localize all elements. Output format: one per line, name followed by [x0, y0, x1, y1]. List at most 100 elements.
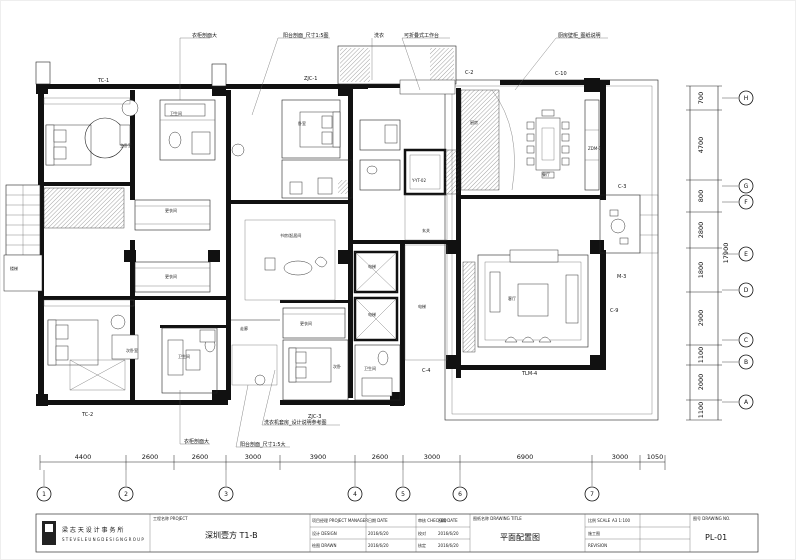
hdim-2: 2600 — [192, 453, 209, 461]
project-label: 工程名称 PROJECT — [153, 515, 188, 521]
grid-label-bottom: 5 — [401, 491, 405, 498]
note-fold-bench: 可折叠式工作台 — [404, 32, 439, 39]
wardrobes — [134, 199, 346, 339]
grid-label-right: D — [744, 287, 749, 294]
room-labels: 主卧室 次卧室 卧室 次卧 更衣间 更衣间 更衣间 书房/起居间 厨房 餐厅 客… — [10, 110, 550, 371]
grid-bubble-right — [738, 194, 754, 210]
revision-label: REVISION — [588, 543, 607, 548]
grid-label-bottom: 7 — [590, 491, 594, 498]
floor-plan — [3, 45, 659, 421]
room-stair: 楼梯 — [10, 265, 18, 271]
room-bath2: 卫生间 — [178, 353, 190, 359]
foyer-outline — [404, 244, 448, 361]
hdim-1: 2600 — [142, 453, 159, 461]
vdim-8: 1100 — [697, 402, 705, 419]
outer-walls — [38, 80, 610, 405]
hdim-5: 2600 — [372, 453, 389, 461]
room-lift2: 电梯 — [368, 311, 376, 317]
tb-col-b-2: 2016/6/20 — [368, 543, 389, 548]
vdim-total: 17900 — [722, 243, 730, 264]
hdim-7: 6900 — [517, 453, 534, 461]
grid-label-right: G — [744, 183, 749, 190]
grid-bubble-right — [738, 332, 754, 348]
firm-name-cn: 梁 志 天 设 计 事 务 所 — [62, 526, 123, 534]
grid-bubble-right — [738, 246, 754, 262]
note-wardrobe-bottom: 衣柜剖面大 — [184, 438, 209, 445]
tb-col-d-0: 日期 DATE — [438, 517, 458, 523]
tag-zjc1: ZJC-1 — [304, 76, 317, 82]
grid-label-right: C — [744, 337, 748, 344]
hdim-6: 3000 — [424, 453, 441, 461]
hdim-3: 3000 — [245, 453, 262, 461]
vdim-6: 1100 — [697, 347, 705, 364]
hdim-8: 3000 — [612, 453, 629, 461]
grid-bubble-right — [738, 282, 754, 298]
room-bath3: 卫生间 — [364, 365, 376, 371]
room-bath1: 卫生间 — [170, 110, 182, 116]
hdim-4: 3900 — [310, 453, 327, 461]
sheet-number: PL-01 — [705, 533, 727, 542]
tb-col-a-0: 项目经理 PROJECT MANAGER — [312, 517, 368, 523]
service-hatch-1 — [340, 48, 370, 82]
tags: TC-1 TC-2 ZJC-1 ZJC-3 C-2 C-10 C-3 C-4 M… — [81, 70, 626, 420]
vdim-7: 2000 — [697, 374, 705, 391]
room-master-bed: 主卧室 — [120, 142, 132, 148]
tb-col-a-2: 绘图 DRAWN — [312, 542, 336, 548]
vdim-3: 2800 — [697, 222, 705, 239]
hdim-9: 1050 — [647, 453, 664, 461]
bedroom2-furniture — [43, 299, 139, 391]
service-shaft-hatch — [43, 187, 125, 229]
grid-label-right: E — [744, 251, 748, 258]
tag-c9: C-9 — [610, 308, 618, 314]
grid-bubble-bottom — [584, 486, 600, 502]
tag-m3: M-3 — [617, 274, 626, 280]
tag-zdm1: ZDM-1 — [588, 146, 602, 151]
room-foyer: 玄关 — [422, 227, 430, 233]
note-laundry: 洗衣 — [374, 32, 384, 39]
tb-col-b-1: 2016/6/20 — [368, 531, 389, 536]
entry-hall — [404, 194, 448, 241]
drawing-title: 平面配置图 — [500, 533, 540, 542]
bedroom4-furniture — [282, 339, 401, 401]
room-dining: 餐厅 — [542, 171, 550, 177]
bath2-fixtures — [161, 327, 218, 394]
note-balcony-top: 阳台剖面_尺寸1:5图 — [283, 32, 329, 39]
status-text: 施工图 — [588, 530, 600, 536]
room-lobby: 电梯 — [418, 303, 426, 309]
room-corridor: 走廊 — [240, 325, 248, 331]
note-laundry-suite: 洗衣机套房_设计说明参考图 — [264, 419, 327, 426]
right-dimensions: 700 4700 800 2800 1800 2900 1100 2000 11… — [686, 85, 754, 421]
sheet-no-label: 图号 DRAWING NO. — [693, 515, 730, 521]
note-balcony-bottom: 阳台剖面_尺寸1:5大 — [240, 441, 286, 448]
grid-label-bottom: 2 — [124, 491, 128, 498]
utility-counter — [399, 79, 456, 95]
grid-bubble-bottom — [118, 486, 134, 502]
room-wardrobe3: 更衣间 — [300, 320, 312, 326]
drawing-title-label: 图纸名称 DRAWING TITLE — [473, 515, 522, 521]
tag-zjc3: ZJC-3 — [308, 414, 321, 420]
tb-col-c-0: 审核 CHECKED — [418, 517, 447, 523]
room-bed3: 卧室 — [298, 120, 306, 126]
grid-label-right: B — [744, 359, 748, 366]
balcony-furniture — [599, 194, 659, 254]
project-name: 深圳壹方 T1-B — [205, 530, 258, 540]
vdim-5: 2900 — [697, 310, 705, 327]
vdim-2: 800 — [697, 190, 705, 202]
tag-ytd2: Y-YT-02 — [411, 178, 426, 183]
grid-bubble-right — [738, 354, 754, 370]
grid-label-bottom: 1 — [42, 491, 46, 498]
room-wardrobe2: 更衣间 — [165, 273, 177, 279]
grid-label-bottom: 3 — [224, 491, 228, 498]
stair-landing — [3, 254, 43, 292]
note-kitchen-cabinet: 厨房壁柜_图纸说明 — [558, 32, 601, 39]
hdim-0: 4400 — [75, 453, 92, 461]
tag-c2: C-2 — [465, 70, 473, 76]
room-bed2: 次卧室 — [126, 347, 138, 353]
grid-bubble-bottom — [347, 486, 363, 502]
grid-bubble-right — [738, 90, 754, 106]
tag-c10: C-10 — [555, 71, 567, 77]
grid-bubble-bottom — [395, 486, 411, 502]
room-kitchen: 厨房 — [470, 119, 478, 125]
grid-bubble-bottom — [36, 486, 52, 502]
bedroom3-furniture — [281, 99, 401, 199]
